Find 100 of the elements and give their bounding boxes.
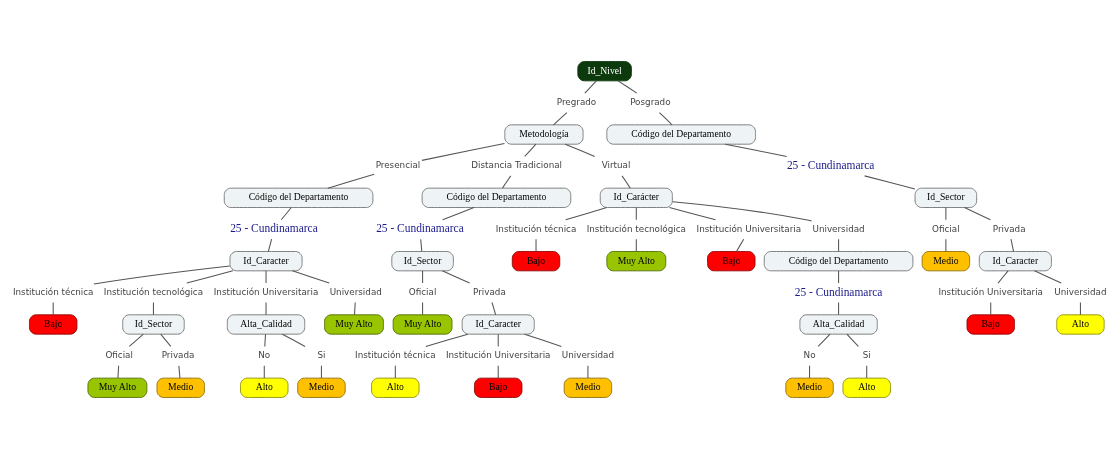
connector bbox=[838, 302, 840, 316]
node-text: 25 - Cundinamarca bbox=[376, 222, 464, 235]
node-box: Muy Alto bbox=[324, 314, 384, 335]
node-box: Id_Sector bbox=[914, 187, 978, 208]
node-text: Universidad bbox=[329, 287, 382, 298]
connector bbox=[964, 207, 991, 221]
node-box: Id_Caracter bbox=[229, 251, 303, 272]
connector bbox=[565, 207, 608, 221]
node-box: Medio bbox=[156, 377, 205, 398]
connector bbox=[421, 142, 505, 161]
connector bbox=[327, 173, 375, 189]
node-text: Distancia Tradicional bbox=[471, 160, 563, 171]
connector bbox=[817, 333, 831, 347]
connector bbox=[838, 270, 840, 284]
connector bbox=[524, 143, 537, 157]
connector bbox=[658, 112, 673, 126]
connector bbox=[497, 333, 499, 347]
node-text: Institución Universitaria bbox=[213, 287, 319, 298]
connector bbox=[1010, 238, 1015, 252]
connector bbox=[497, 365, 499, 379]
connector bbox=[866, 365, 868, 379]
node-box: Muy Alto bbox=[606, 251, 667, 272]
node-box: Bajo bbox=[511, 251, 561, 272]
node-text: Privada bbox=[161, 350, 195, 361]
connector bbox=[809, 365, 811, 379]
node-box: Bajo bbox=[29, 314, 78, 335]
node-text: No bbox=[803, 350, 816, 361]
connector bbox=[425, 333, 469, 347]
node-text: Privada bbox=[992, 223, 1026, 234]
node-text: Institución tecnológica bbox=[103, 287, 204, 298]
node-text: Pregrado bbox=[556, 97, 597, 108]
node-text: Universidad bbox=[1054, 287, 1107, 298]
connector bbox=[945, 207, 947, 221]
node-box: Id_Sector bbox=[122, 314, 185, 335]
connector bbox=[265, 302, 267, 316]
connector bbox=[990, 302, 992, 316]
node-box: Medio bbox=[921, 251, 971, 272]
connector bbox=[291, 270, 330, 284]
node-text: Institución técnica bbox=[355, 350, 436, 361]
node-box: Alto bbox=[1056, 314, 1105, 335]
connector bbox=[1079, 302, 1081, 316]
connector bbox=[524, 333, 562, 347]
node-text: Institución Universitaria bbox=[445, 350, 551, 361]
node-box: Bajo bbox=[966, 314, 1015, 335]
node-box: Código del Departamento bbox=[223, 187, 374, 208]
connector bbox=[280, 207, 292, 221]
node-box: Medio bbox=[563, 377, 613, 398]
node-box: Muy Alto bbox=[87, 377, 148, 398]
connector bbox=[672, 201, 813, 222]
connector bbox=[394, 365, 396, 379]
connector bbox=[564, 143, 596, 157]
connector bbox=[265, 270, 267, 284]
connector bbox=[553, 112, 568, 126]
connector bbox=[635, 207, 637, 221]
connector bbox=[178, 365, 181, 379]
node-text: Oficial bbox=[932, 223, 960, 234]
connector bbox=[621, 175, 631, 189]
node-box: Alta_Calidad bbox=[799, 314, 878, 335]
connector bbox=[160, 333, 172, 347]
connector bbox=[353, 302, 356, 316]
node-box: Alta_Calidad bbox=[226, 314, 306, 335]
node-text: Institución tecnológica bbox=[586, 223, 686, 234]
connector bbox=[668, 207, 717, 221]
node-text: Virtual bbox=[601, 160, 631, 171]
connector bbox=[997, 270, 1009, 284]
connector bbox=[724, 143, 788, 158]
node-box: Muy Alto bbox=[392, 314, 453, 335]
connector bbox=[93, 265, 231, 285]
connector bbox=[617, 80, 638, 94]
node-box: Id_Nivel bbox=[577, 61, 632, 82]
node-text: 25 - Cundinamarca bbox=[230, 222, 318, 235]
connector bbox=[491, 302, 497, 316]
connector bbox=[584, 80, 597, 94]
connector bbox=[320, 365, 322, 379]
connector bbox=[635, 238, 637, 252]
node-box: Bajo bbox=[707, 251, 756, 272]
node-box: Medio bbox=[297, 377, 346, 398]
node-text: Presencial bbox=[375, 160, 421, 171]
node-box: Id_Caracter bbox=[978, 251, 1052, 272]
connector bbox=[281, 333, 306, 347]
connector bbox=[735, 238, 745, 252]
node-text: Si bbox=[862, 350, 871, 361]
node-text: Privada bbox=[473, 287, 506, 298]
connector bbox=[838, 238, 840, 252]
node-text: Institución técnica bbox=[12, 287, 94, 298]
node-box: Id_Sector bbox=[391, 251, 454, 272]
node-text: Posgrado bbox=[630, 97, 671, 108]
connector bbox=[864, 175, 916, 190]
node-text: 25 - Cundinamarca bbox=[794, 285, 883, 298]
connector bbox=[263, 365, 265, 379]
connector bbox=[117, 365, 120, 379]
node-box: Alto bbox=[371, 377, 420, 398]
connector bbox=[186, 270, 234, 284]
connector bbox=[945, 238, 947, 252]
node-text: Institución técnica bbox=[495, 223, 577, 234]
node-text: Oficial bbox=[105, 350, 133, 361]
node-text: Institución Universitaria bbox=[696, 223, 802, 234]
node-text: Universidad bbox=[561, 350, 615, 361]
connector bbox=[267, 238, 273, 252]
node-text: Institución Universitaria bbox=[938, 287, 1043, 298]
